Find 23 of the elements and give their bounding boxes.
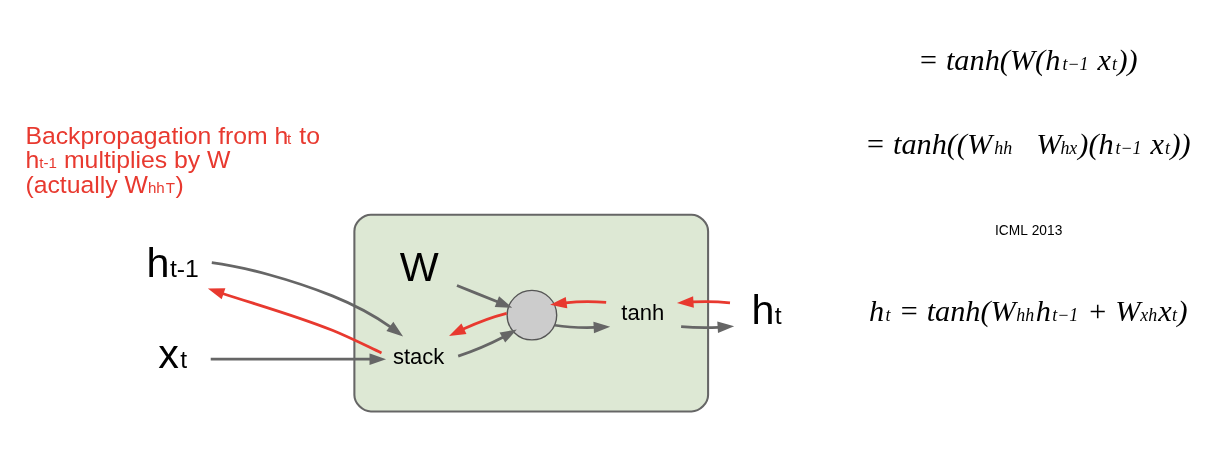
arrow	[554, 321, 611, 333]
label: Backpropagation from ht to ht-1 multiplies by W (actually WhhT)	[25, 121, 320, 198]
arrow	[449, 311, 507, 336]
node-text: W	[399, 243, 439, 290]
label: ht = tanh(Whhht−1 + Wxhxt)	[869, 293, 1188, 328]
node-text: stack	[392, 343, 445, 369]
arrow	[550, 296, 607, 308]
label: ICML 2013	[995, 222, 1063, 238]
label: = tanh(W(ht−1 xt))	[917, 42, 1138, 77]
node-text: ht-1	[146, 239, 199, 286]
arrow	[676, 295, 731, 308]
arrow	[456, 283, 513, 308]
node-text: ht	[751, 286, 782, 333]
node-text: xt	[158, 330, 188, 377]
arrow	[681, 321, 735, 333]
node-circle	[506, 289, 558, 341]
node-text: tanh	[621, 299, 665, 325]
arrow	[211, 260, 404, 336]
arrow	[457, 328, 517, 357]
cluster	[353, 213, 710, 412]
label: = tanh((Whh Whx)(ht−1 xt))	[864, 126, 1191, 161]
arrow	[207, 287, 383, 354]
arrow	[210, 352, 387, 365]
